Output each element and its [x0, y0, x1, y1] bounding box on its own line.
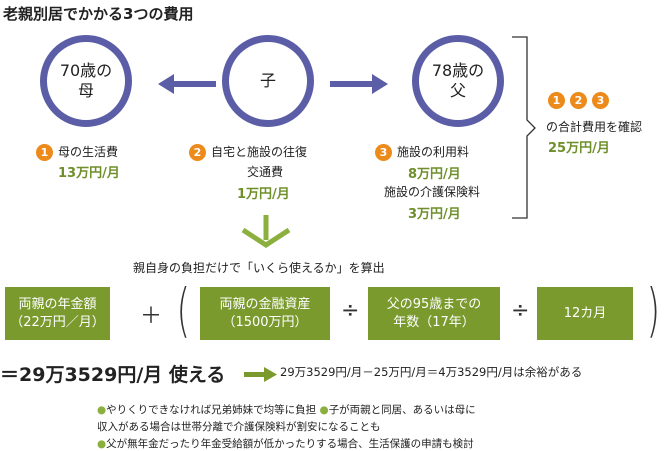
cost-2: 2 自宅と施設の往復	[189, 143, 307, 161]
cost-3: 3 施設の利用料	[375, 143, 469, 161]
box-line: 年数（17年）	[393, 314, 475, 330]
total-amount: 25万円/月	[548, 141, 610, 156]
number-badge: 3	[375, 144, 392, 161]
years-box: 父の95歳までの年数（17年）	[368, 287, 500, 340]
bullet-icon: ●	[319, 404, 329, 416]
chevron-down-icon	[241, 215, 291, 248]
pension-box: 両親の年金額 （22万円／月）	[5, 287, 110, 340]
cost-label: 施設の利用料	[397, 145, 470, 159]
arrow-right-icon	[330, 74, 388, 94]
mother-label: 母	[77, 81, 94, 100]
months-box: 12カ月	[537, 287, 633, 340]
note-text: やりくりできなければ兄弟姉妹で均等に負担	[106, 404, 317, 416]
bracket	[512, 36, 536, 219]
bullet-icon: ●	[97, 438, 107, 450]
box-line: （1500万円）	[222, 314, 308, 330]
father-label: 父	[449, 81, 466, 100]
result-detail: 29万3529円/月－25万円/月＝4万3529円/月は余裕がある	[280, 365, 583, 379]
number-badge: 2	[570, 92, 587, 109]
assets-box: 両親の金融資産 （1500万円）	[200, 287, 330, 340]
arrows	[158, 36, 536, 248]
formula-subtitle: 親自身の負担だけで「いくら使えるか」を算出	[133, 261, 385, 275]
divide-sign: ÷	[511, 298, 530, 323]
number-badge: 3	[592, 92, 609, 109]
box-line: 父の95歳までの	[386, 296, 482, 312]
close-paren: )	[646, 276, 661, 344]
note-3: ●父が無年金だったり年金受給額が低かったりする場合、生活保護の申請も検討	[97, 436, 474, 451]
cost-amount: 13万円/月	[58, 166, 120, 181]
number-badge: 2	[189, 144, 206, 161]
divide-sign: ÷	[341, 298, 360, 323]
mother-circle: 70歳の母	[40, 35, 132, 127]
note-1: ●やりくりできなければ兄弟姉妹で均等に負担 ●子が両親と同居、あるいは母に	[97, 402, 476, 417]
note-text: 父が無年金だったり年金受給額が低かったりする場合、生活保護の申請も検討	[106, 438, 474, 450]
cost-label: 交通費	[247, 165, 284, 179]
arrow-left-icon	[158, 74, 216, 94]
note-text: 子が両親と同居、あるいは母に	[328, 404, 476, 416]
father-age: 78歳の	[431, 61, 485, 80]
box-line: 両親の金融資産	[219, 296, 311, 312]
mother-age: 70歳の	[59, 61, 113, 80]
cost-1: 1 母の生活費	[36, 143, 118, 161]
cost-label: 母の生活費	[58, 145, 119, 159]
box-line: 12カ月	[563, 305, 607, 321]
box-line: （22万円／月）	[10, 314, 105, 330]
note-2-cont: 収入がある場合は世帯分離で介護保険料が割安になることも	[97, 421, 381, 433]
box-line: 両親の年金額	[18, 296, 97, 312]
cost-label: 施設の介護保険料	[384, 185, 481, 199]
arrow-right-icon	[244, 367, 277, 382]
number-badge: 1	[36, 144, 53, 161]
cost-label: 自宅と施設の往復	[211, 145, 308, 159]
page-title: 老親別居でかかる3つの費用	[3, 5, 194, 23]
number-badge: 1	[548, 92, 565, 109]
open-paren: (	[176, 276, 191, 344]
father-circle: 78歳の父	[412, 35, 504, 127]
child-circle: 子	[222, 35, 314, 127]
result-amount: ＝29万3529円/月 使える	[0, 364, 226, 386]
cost-amount: 1万円/月	[237, 187, 290, 202]
cost-amount: 3万円/月	[408, 207, 461, 222]
total-label: の合計費用を確認	[546, 120, 643, 134]
plus-sign: ＋	[140, 304, 163, 329]
bullet-icon: ●	[97, 404, 107, 416]
child-label: 子	[259, 71, 276, 90]
cost-amount: 8万円/月	[408, 167, 461, 182]
